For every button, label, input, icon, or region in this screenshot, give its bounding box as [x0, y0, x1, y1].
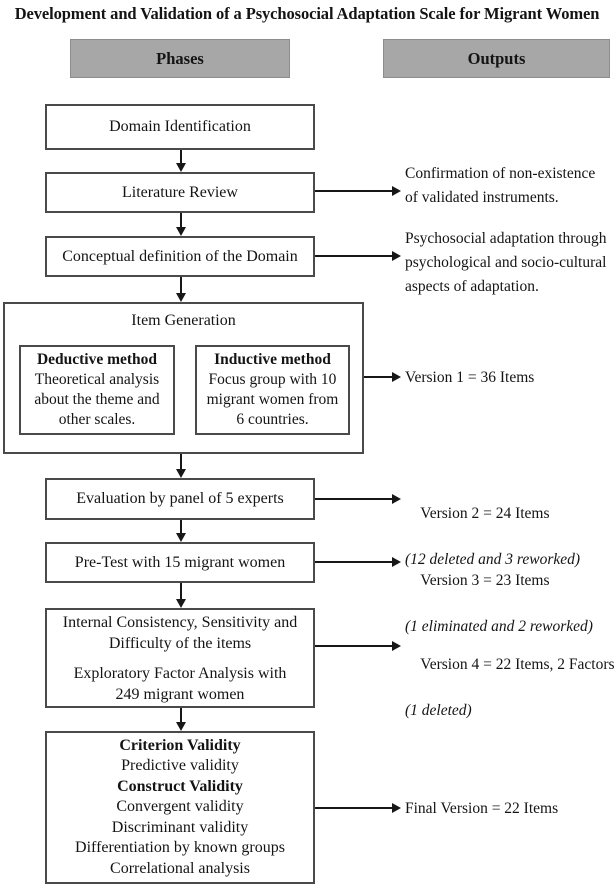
validity-line-criterion: Criterion Validity	[119, 736, 241, 754]
output-version-3-note: (1 eliminated and 2 reworked)	[405, 618, 593, 635]
arrow-right-icon	[315, 184, 401, 198]
output-version-2-note: (12 deleted and 3 reworked)	[405, 551, 581, 568]
validity-line-known-groups: Differentiation by known groups	[75, 839, 285, 857]
validity-line-correlational: Correlational analysis	[110, 859, 250, 877]
output-version-3: Version 3 = 23 Items (1 eliminated and 2…	[405, 546, 593, 684]
inductive-method-title: Inductive method	[214, 351, 331, 368]
phase-box-expert-panel: Evaluation by panel of 5 experts	[45, 478, 315, 520]
arrow-right-icon	[315, 801, 401, 815]
phase-label-literature-review: Literature Review	[122, 183, 238, 201]
arrow-down-icon	[174, 150, 188, 172]
arrow-down-icon	[174, 520, 188, 542]
phase-label-expert-panel: Evaluation by panel of 5 experts	[76, 490, 284, 507]
arrow-down-icon	[174, 708, 188, 731]
validity-line-predictive: Predictive validity	[121, 757, 239, 775]
deductive-method-box: Deductive method Theoretical analysis ab…	[19, 345, 175, 435]
output-version-2: Version 2 = 24 Items (12 deleted and 3 r…	[405, 479, 580, 617]
output-conceptual-definition: Psychosocial adaptation through psycholo…	[405, 230, 607, 295]
output-literature-review: Confirmation of non-existence of validat…	[405, 165, 596, 206]
output-version-4-note: (1 deleted)	[405, 702, 472, 719]
output-version-1: Version 1 = 36 Items	[405, 369, 535, 386]
arrow-down-icon	[174, 213, 188, 236]
phase-label-domain-identification: Domain Identification	[109, 118, 251, 135]
arrow-right-icon	[364, 370, 401, 384]
phase-box-conceptual-definition: Conceptual definition of the Domain	[45, 236, 315, 277]
output-version-3-main: Version 3 = 23 Items	[420, 572, 550, 589]
diagram-title: Development and Validation of a Psychoso…	[14, 4, 600, 23]
arrow-down-icon	[174, 583, 188, 608]
output-version-2-main: Version 2 = 24 Items	[420, 505, 550, 522]
arrow-right-icon	[315, 249, 401, 263]
arrow-right-icon	[315, 555, 401, 569]
validity-line-construct: Construct Validity	[117, 777, 243, 795]
phase-box-validity: Criterion Validity Predictive validity C…	[45, 731, 315, 884]
phase-box-item-generation: Item Generation Deductive method Theoret…	[3, 302, 364, 454]
phase-box-psychometric-analysis: Internal Consistency, Sensitivity and Di…	[45, 608, 315, 708]
arrow-down-icon	[174, 454, 188, 478]
phase-label-pretest: Pre-Test with 15 migrant women	[74, 553, 286, 571]
inductive-method-box: Inductive method Focus group with 10 mig…	[195, 345, 350, 435]
validity-line-discriminant: Discriminant validity	[111, 818, 249, 836]
phase-box-pretest: Pre-Test with 15 migrant women	[45, 542, 315, 583]
deductive-method-body: Theoretical analysis about the theme and…	[34, 371, 160, 428]
validity-line-convergent: Convergent validity	[116, 798, 244, 816]
arrow-right-icon	[315, 639, 401, 653]
output-final-version: Final Version = 22 Items	[405, 800, 559, 817]
item-generation-title: Item Generation	[131, 312, 236, 329]
phase-box-domain-identification: Domain Identification	[45, 104, 315, 150]
output-version-4: Version 4 = 22 Items, 2 Factors (1 delet…	[405, 630, 614, 768]
phase-box-literature-review: Literature Review	[45, 172, 315, 213]
inductive-method-body: Focus group with 10 migrant women from 6…	[206, 371, 339, 428]
psychometrics-paragraph-1: Internal Consistency, Sensitivity and Di…	[62, 613, 298, 652]
deductive-method-title: Deductive method	[36, 351, 158, 368]
phases-column-header: Phases	[70, 39, 290, 78]
output-version-4-main: Version 4 = 22 Items, 2 Factors	[420, 656, 614, 673]
phase-label-conceptual-definition: Conceptual definition of the Domain	[62, 247, 298, 265]
arrow-right-icon	[315, 492, 401, 506]
outputs-column-header: Outputs	[383, 39, 610, 78]
arrow-down-icon	[174, 277, 188, 302]
psychometrics-paragraph-2: Exploratory Factor Analysis with 249 mig…	[73, 664, 287, 703]
